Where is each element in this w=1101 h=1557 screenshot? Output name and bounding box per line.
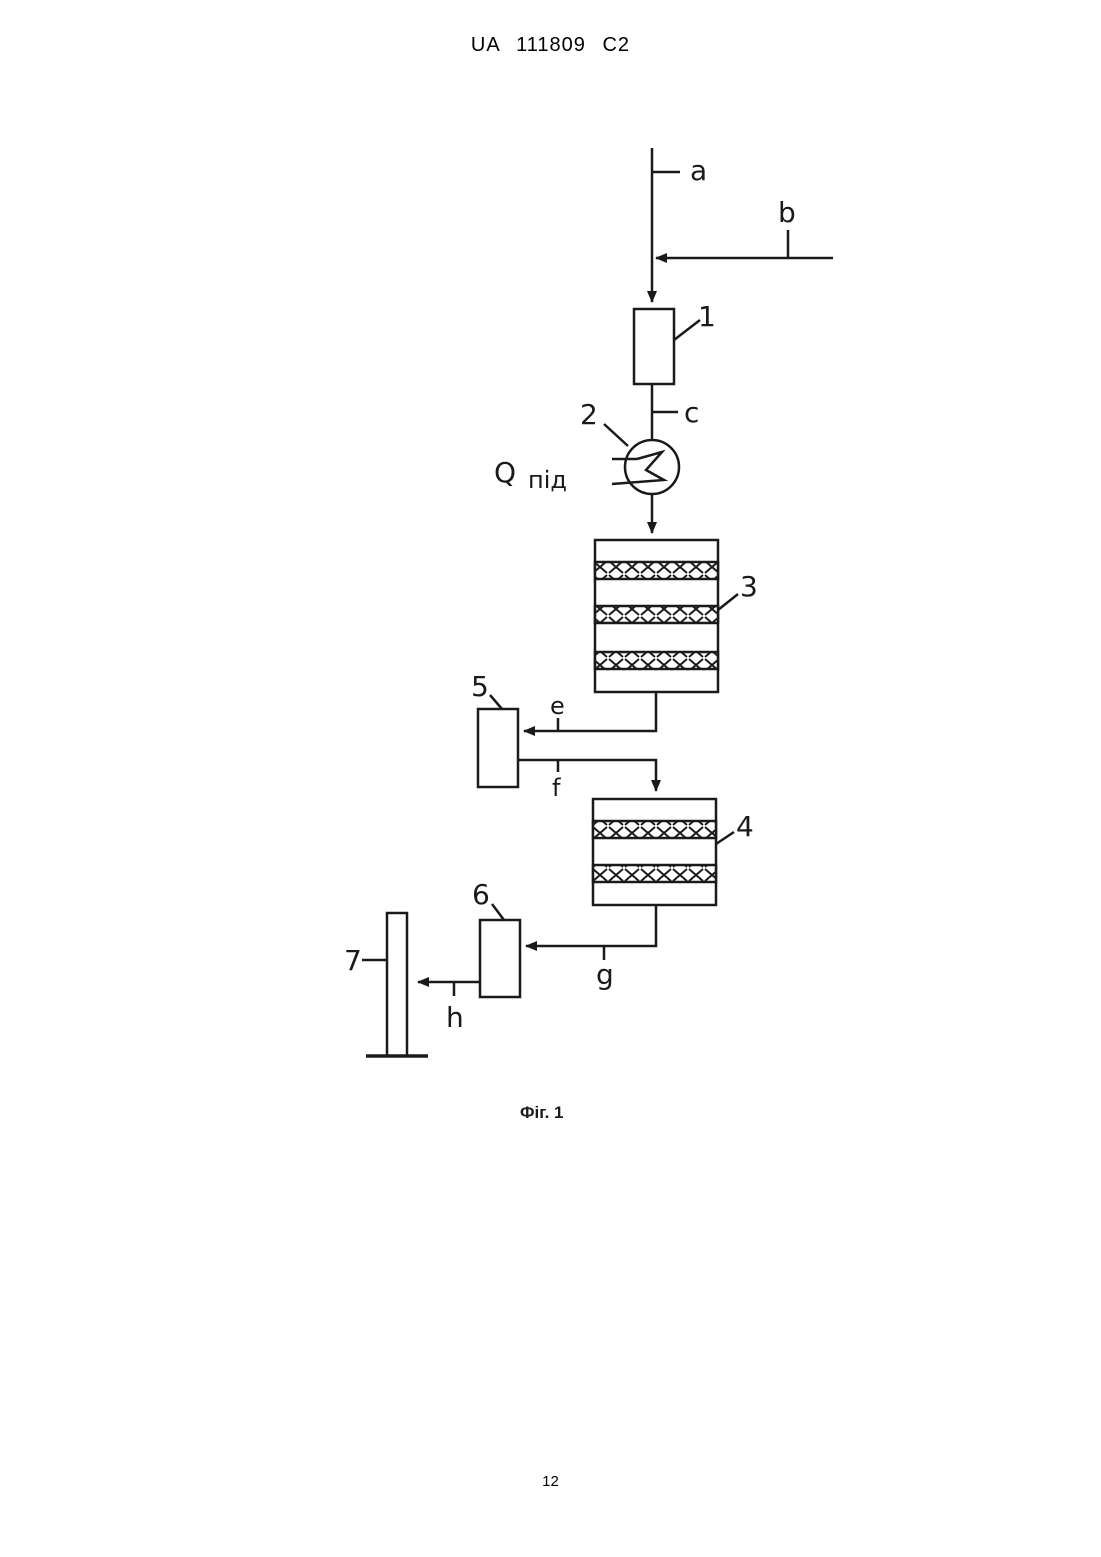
unit-6-leader	[492, 904, 504, 920]
unit-label-4: 4	[736, 810, 754, 843]
unit-5-leader	[490, 695, 502, 709]
unit-5-box	[478, 709, 518, 787]
stream-label-e: e	[550, 692, 565, 720]
stream-label-g: g	[596, 958, 614, 991]
stream-f-line	[518, 760, 656, 791]
reactor-4-catalyst-bed-2	[593, 865, 716, 882]
unit-1-leader	[674, 320, 700, 340]
stream-label-a: a	[690, 154, 707, 187]
reactor-3-catalyst-bed-2	[595, 606, 718, 623]
unit-2-leader	[604, 424, 628, 446]
unit-label-6: 6	[472, 878, 490, 911]
unit-label-2: 2	[580, 398, 598, 431]
stream-label-b: b	[778, 196, 796, 229]
heat-duty-symbol: Q	[494, 456, 516, 489]
storage-7-column	[387, 913, 407, 1056]
unit-6-box	[480, 920, 520, 997]
unit-label-5: 5	[471, 670, 489, 703]
reactor-4-box	[593, 799, 716, 905]
reactor-3-catalyst-bed-3	[595, 652, 718, 669]
unit-label-3: 3	[740, 570, 758, 603]
stream-label-c: c	[684, 396, 699, 429]
heat-exchanger-circle	[625, 440, 679, 494]
stream-e-line	[524, 692, 656, 731]
unit-4-leader	[716, 832, 734, 844]
stream-label-f: f	[552, 774, 561, 802]
unit-label-1: 1	[698, 300, 716, 333]
page-number: 12	[0, 1473, 1101, 1490]
stream-label-h: h	[446, 1001, 464, 1034]
heat-duty-subscript: під	[528, 466, 567, 494]
unit-3-leader	[718, 594, 738, 610]
unit-1-box	[634, 309, 674, 384]
unit-label-7: 7	[344, 944, 362, 977]
reactor-3-catalyst-bed-1	[595, 562, 718, 579]
stream-g-line	[526, 905, 656, 946]
reactor-4-catalyst-bed-1	[593, 821, 716, 838]
figure-caption: Фіг. 1	[520, 1103, 564, 1122]
